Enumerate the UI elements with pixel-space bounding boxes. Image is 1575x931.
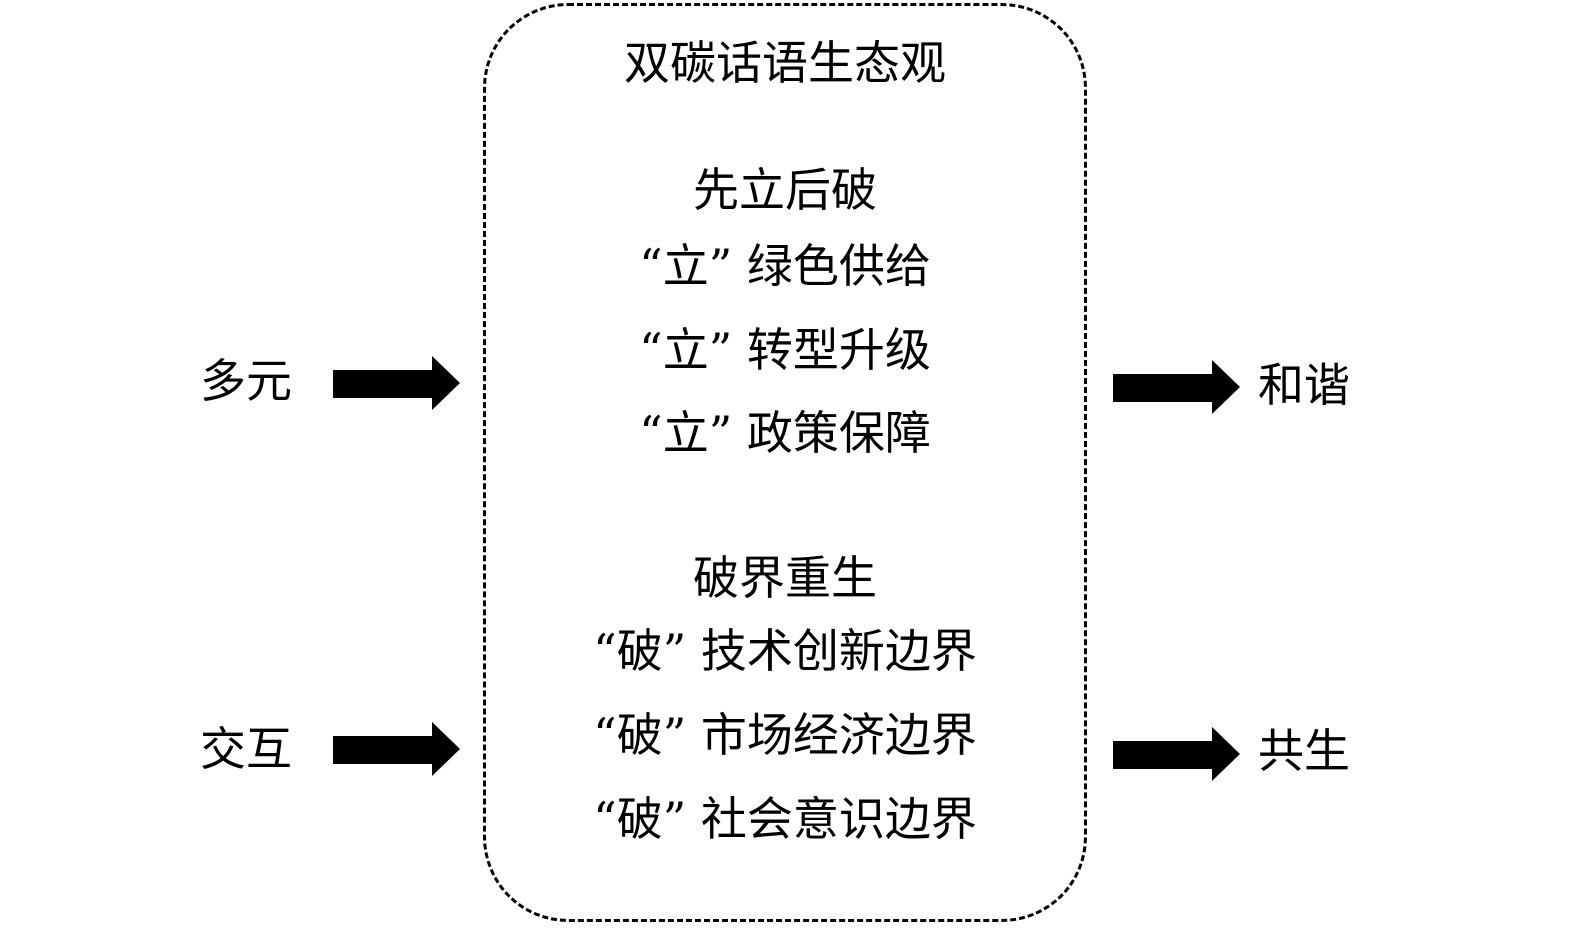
section-item: “立” 政策保障 — [639, 406, 931, 460]
output-label: 共生 — [1258, 724, 1350, 778]
output-label: 和谐 — [1258, 358, 1350, 412]
dashed-container — [483, 3, 1087, 922]
section-heading: 先立后破 — [693, 163, 877, 217]
diagram-title: 双碳话语生态观 — [624, 36, 946, 90]
section-heading: 破界重生 — [693, 551, 877, 605]
section-item: “立” 转型升级 — [639, 323, 931, 377]
section-item: “立” 绿色供给 — [639, 239, 931, 293]
right-arrow-icon — [1113, 360, 1240, 414]
right-arrow-icon — [333, 722, 460, 776]
section-item: “破” 技术创新边界 — [593, 624, 977, 678]
section-item: “破” 市场经济边界 — [593, 708, 977, 762]
input-label: 多元 — [200, 354, 292, 408]
section-item: “破” 社会意识边界 — [593, 792, 977, 846]
input-label: 交互 — [200, 722, 292, 776]
right-arrow-icon — [333, 356, 460, 410]
right-arrow-icon — [1113, 727, 1240, 781]
